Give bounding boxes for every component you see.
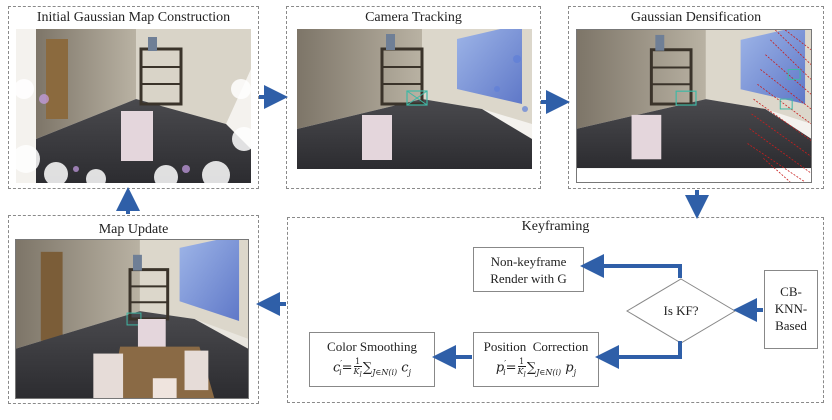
panel-title: Map Update <box>98 222 169 237</box>
panel-title: Gaussian Densification <box>630 10 762 25</box>
position-correction-title: Position Correction <box>483 339 589 354</box>
densification-image <box>576 29 812 183</box>
non-keyframe-line1: Non-keyframe <box>490 254 567 269</box>
formula-lhs: p <box>495 360 505 376</box>
formula-sub: i <box>503 367 506 377</box>
formula-eq: = <box>505 360 517 376</box>
sum-sub: J∈N(i) <box>372 367 398 377</box>
panel-camera-tracking: Camera Tracking <box>286 6 541 189</box>
fraction-den: KI <box>354 367 362 380</box>
panel-gaussian-densification: Gaussian Densification <box>568 6 824 189</box>
cb-knn-line3: Based <box>775 318 807 333</box>
panel-map-update: Map Update <box>8 215 259 404</box>
fraction-num: 1 <box>517 356 526 367</box>
panel-keyframing: Keyframing Non-keyframe Render with G Is… <box>287 217 824 403</box>
camera-tracking-image <box>297 29 532 183</box>
fraction-den-sub: I <box>359 371 362 379</box>
fraction-den-k: K <box>353 366 360 376</box>
panel-title: Keyframing <box>521 219 590 234</box>
arrow-decision-to-position <box>595 341 682 369</box>
formula-term: p <box>565 360 574 376</box>
formula-lhs: c <box>332 360 341 376</box>
panel-initial-map: Initial Gaussian Map Construction <box>8 6 259 189</box>
sum-sub: J∈N(i) <box>536 367 562 377</box>
formula-eq: = <box>341 360 353 376</box>
formula-term-sub: j <box>408 367 412 377</box>
non-keyframe-line2: Render with G <box>490 271 567 286</box>
sum-symbol: ∑ <box>362 360 373 376</box>
non-keyframe-box: Non-keyframe Render with G <box>473 247 584 292</box>
initial-map-image <box>16 29 251 183</box>
formula-sub: i <box>339 367 342 377</box>
is-kf-label: Is KF? <box>663 303 699 318</box>
panel-title: Initial Gaussian Map Construction <box>36 10 231 25</box>
formula-prime: ′ <box>340 359 343 368</box>
panel-title: Camera Tracking <box>365 10 462 25</box>
sum-symbol: ∑ <box>526 360 537 376</box>
formula-prime: ′ <box>504 359 507 368</box>
map-update-image <box>15 239 249 399</box>
cb-knn-line1: CB- <box>780 284 802 299</box>
formula-term-sub: j <box>573 367 577 377</box>
color-smoothing-title: Color Smoothing <box>327 339 417 354</box>
cb-knn-line2: KNN- <box>774 301 808 316</box>
fraction-num: 1 <box>353 356 362 367</box>
fraction-den-sub: I <box>523 371 526 379</box>
fraction-den-k: K <box>517 366 524 376</box>
fraction-den: KI <box>518 367 526 380</box>
cb-knn-box: CB- KNN- Based <box>764 270 818 349</box>
arrow-decision-to-nonkeyframe <box>580 254 682 278</box>
formula-term: c <box>401 360 409 376</box>
